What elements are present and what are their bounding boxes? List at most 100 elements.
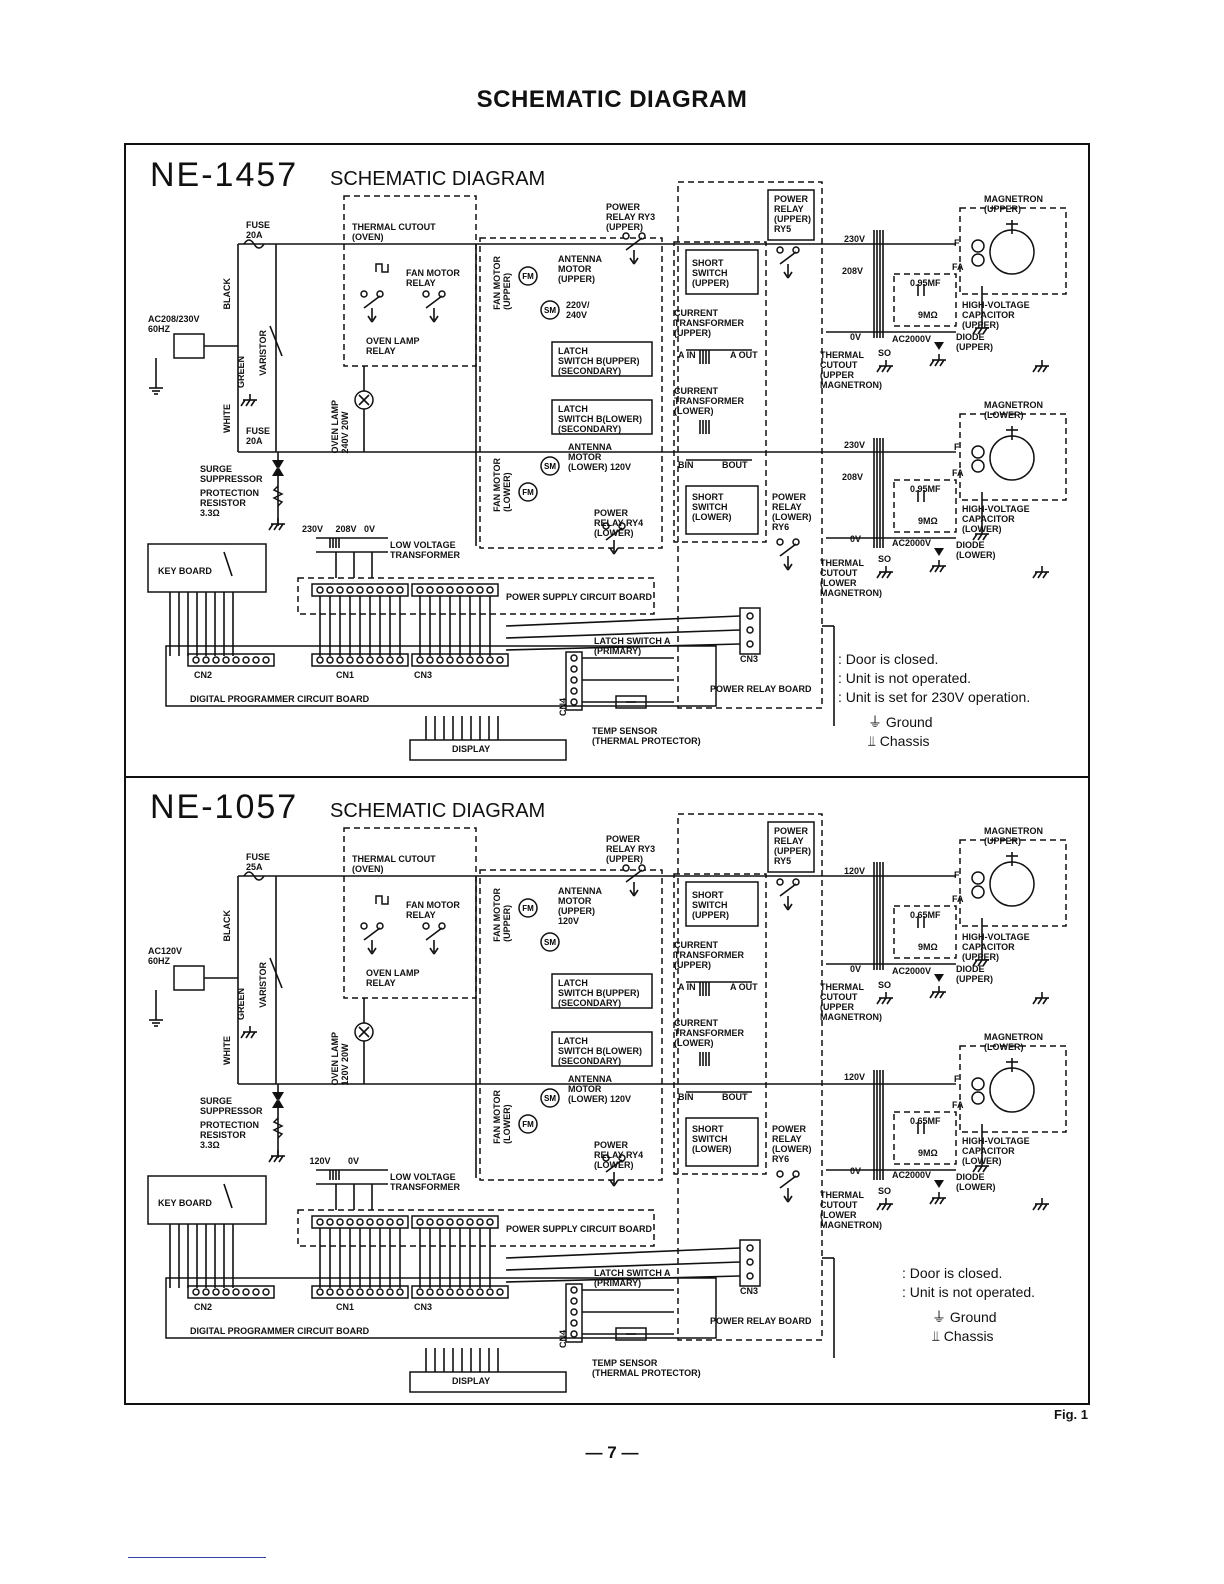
label-ov-lower: 0V <box>850 1166 862 1176</box>
fan-motor-upper-symbol <box>518 266 538 286</box>
current-transformer-lower-core <box>699 1052 710 1066</box>
label-b-out: BOUT <box>722 460 748 470</box>
page-title: SCHEMATIC DIAGRAM <box>476 86 748 113</box>
label-so-lower: SO <box>878 554 892 564</box>
figure-label: Fig. 1 <box>1054 1407 1088 1422</box>
oven-lamp-relay-switch-contact-a <box>360 290 368 298</box>
cn3-connector-upper-pin <box>436 1218 444 1226</box>
label-f-lower: F <box>954 442 960 452</box>
label-black: BLACK <box>222 278 232 310</box>
label-oven-lamp: OVEN LAMP 120V 20W <box>330 1032 350 1086</box>
power-relay-ry6-switch-contact-a <box>776 538 784 546</box>
label-fuse-bottom: FUSE 20A <box>246 426 271 446</box>
chassis-so-lower <box>876 566 893 579</box>
line-cn3-link3 <box>505 1275 741 1283</box>
ac-plug <box>173 333 205 359</box>
cn1-connector-pin <box>316 656 324 664</box>
hv-capacitor-lower-frame <box>893 1111 957 1165</box>
magnetron-upper-symbol-filament-b <box>971 253 985 267</box>
oven-lamp-relay-switch-arrow1 <box>367 947 373 955</box>
antenna-motor-lower-symbol <box>540 456 560 476</box>
cn2-connector-pin <box>262 656 270 664</box>
diagram-subtitle: SCHEMATIC DIAGRAM <box>330 168 546 190</box>
label-digital-programmer: DIGITAL PROGRAMMER CIRCUIT BOARD <box>190 694 370 704</box>
cn1-connector-pin <box>336 1288 344 1296</box>
legend-ground: ⏚ Ground <box>932 1308 1035 1327</box>
fan-motor-relay-switch-arrow1 <box>429 947 435 955</box>
label-fa-lower: FA <box>952 468 964 478</box>
chassis-right-upper-hatch3 <box>1042 365 1048 373</box>
cn3-connector-upper-body <box>411 583 499 597</box>
cn4-pin <box>570 665 578 673</box>
magnetron-lower-symbol-housing <box>959 413 1067 501</box>
chassis-magnetron-lower-hatch2 <box>977 533 983 541</box>
power-relay-ry3-switch <box>622 232 646 265</box>
cn4-pin <box>570 1330 578 1338</box>
label-power-relay-board: POWER RELAY BOARD <box>710 684 812 694</box>
power-relay-ry3-switch-blade <box>625 237 643 251</box>
chassis-diode-lower <box>929 560 946 573</box>
fan-motor-lower-symbol-glyph: FM <box>522 488 534 497</box>
fan-motor-lower-symbol-glyph: FM <box>522 1120 534 1129</box>
label-power-relay-ry6: POWER RELAY (LOWER) RY6 <box>772 1124 812 1164</box>
label-hv-cap-upper: HIGH-VOLTAGE CAPACITOR (UPPER) <box>962 932 1030 962</box>
power-relay-ry3-switch-arrow1 <box>629 257 635 265</box>
chassis-right-upper-hatch2 <box>1037 365 1043 373</box>
antenna-motor-upper-symbol <box>540 932 560 952</box>
chassis-right-upper-hatch2 <box>1037 997 1043 1005</box>
label-ltr-taps: 120V 0V <box>302 1156 360 1166</box>
antenna-motor-lower-symbol-glyph: SM <box>544 462 556 471</box>
magnetron-lower-symbol-filament-b <box>971 459 985 473</box>
chassis-so-lower-hatch3 <box>886 1203 892 1211</box>
chassis-magnetron-lower <box>972 528 989 541</box>
oven-lamp-x2 <box>358 1026 370 1038</box>
label-latch-switch-b-upper: LATCH SWITCH B(UPPER) (SECONDARY) <box>558 978 640 1008</box>
label-sm-voltage: 220V/ 240V <box>566 300 590 320</box>
label-cn2: CN2 <box>194 1302 213 1312</box>
magnetron-upper-symbol-filament-a <box>971 239 985 253</box>
label-thermal-cutout-upper: THERMAL CUTOUT (UPPER MAGNETRON) <box>820 982 882 1022</box>
legend-item: : Unit is not operated. <box>902 1284 1036 1300</box>
chassis-surge-symbol-hatch2 <box>273 1155 279 1163</box>
label-res-lower: 9MΩ <box>918 1148 938 1158</box>
chassis-magnetron-upper-hatch2 <box>977 327 983 335</box>
label-current-transformer-upper: CURRENT TRANSFORMER (UPPER) <box>674 308 744 338</box>
chassis-magnetron-lower <box>972 1160 989 1173</box>
cn1-connector-upper <box>311 583 409 597</box>
power-relay-ry4-switch-arrow1 <box>609 547 615 555</box>
label-cap-upper: 0.65μF <box>910 910 941 920</box>
low-voltage-transformer-core <box>329 1170 340 1180</box>
cn3-connector-upper-pin <box>416 1218 424 1226</box>
cn2-connector-pin <box>262 1288 270 1296</box>
power-relay-ry3-switch-contact-a <box>622 232 630 240</box>
label-power-relay-ry6: POWER RELAY (LOWER) RY6 <box>772 492 812 532</box>
cn2-connector-pin <box>252 1288 260 1296</box>
label-cn1: CN1 <box>336 1302 355 1312</box>
label-ov-upper: 0V <box>850 964 862 974</box>
power-relay-ry6-switch <box>776 538 800 571</box>
cn1-connector-pin <box>356 1288 364 1296</box>
latch-switch-b-upper-box <box>551 341 653 377</box>
label-ov-upper: 0V <box>850 332 862 342</box>
chassis-diode-upper-hatch2 <box>934 991 940 999</box>
label-fan-motor-relay: FAN MOTOR RELAY <box>406 900 460 920</box>
label-b-out: BOUT <box>722 1092 748 1102</box>
label-latch-switch-b-lower: LATCH SWITCH B(LOWER) (SECONDARY) <box>558 1036 642 1066</box>
cn3-connector-pin <box>446 656 454 664</box>
chassis-diode-upper-hatch1 <box>929 991 935 999</box>
label-current-transformer-lower: CURRENT TRANSFORMER (LOWER) <box>674 1018 744 1048</box>
antenna-motor-upper-symbol-glyph: SM <box>544 938 556 947</box>
cn1-connector-pin <box>366 656 374 664</box>
plug-ground-symbol <box>149 382 163 395</box>
plug-ground-symbol <box>149 1014 163 1027</box>
chassis-green-symbol <box>240 1026 257 1039</box>
chassis-magnetron-upper-hatch3 <box>982 327 988 335</box>
cn3-connector-upper-pin <box>426 586 434 594</box>
cn3-relay-pin <box>746 1272 754 1280</box>
low-voltage-transformer-core <box>329 538 340 548</box>
diode-lower-symbol <box>934 548 944 556</box>
cn1-connector-upper-pin <box>356 1218 364 1226</box>
cn1-connector-upper-pin <box>396 586 404 594</box>
